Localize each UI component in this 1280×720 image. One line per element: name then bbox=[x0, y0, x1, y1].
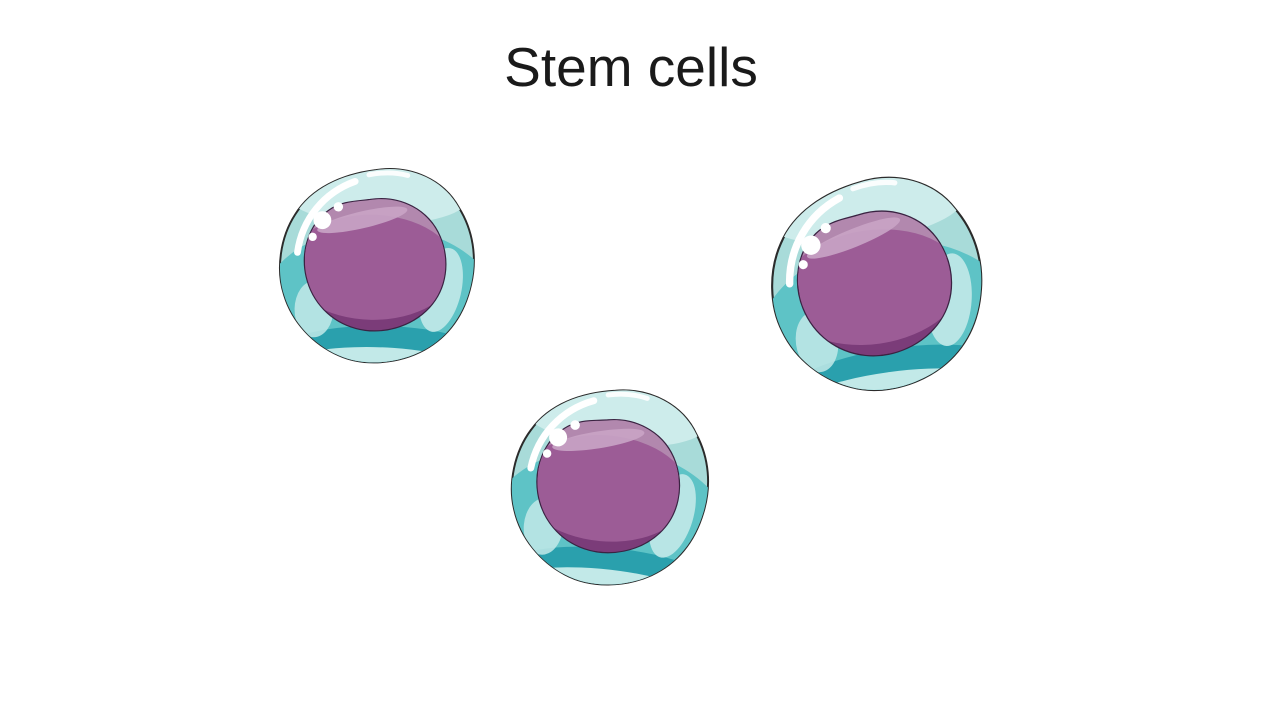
stem-cell-bottom-center bbox=[495, 367, 729, 605]
stem-cell-top-left bbox=[270, 160, 488, 369]
page-title: Stem cells bbox=[504, 36, 758, 98]
stem-cell-graphic bbox=[748, 155, 1009, 411]
stem-cell-top-right bbox=[748, 155, 1009, 411]
stem-cell-graphic bbox=[495, 367, 729, 605]
stem-cell-graphic bbox=[270, 160, 488, 369]
